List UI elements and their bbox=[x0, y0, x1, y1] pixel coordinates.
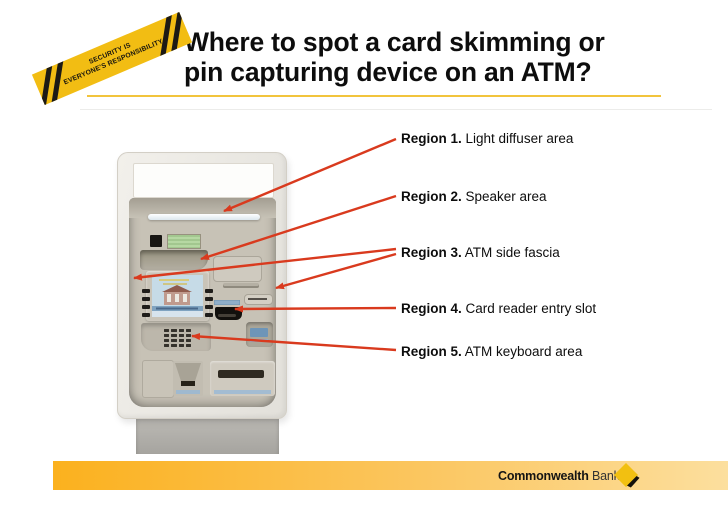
light-diffuser-strip bbox=[148, 214, 260, 220]
keypad-key bbox=[178, 333, 184, 338]
keypad-key bbox=[185, 333, 191, 338]
card-reader-label bbox=[214, 300, 240, 305]
screen-button bbox=[142, 305, 150, 309]
screen-button bbox=[142, 313, 150, 317]
statement-panel bbox=[213, 256, 262, 282]
cash-dispenser bbox=[210, 361, 275, 396]
footer-bar: Commonwealth Bank bbox=[53, 461, 728, 490]
screen-button bbox=[205, 313, 213, 317]
region-number: Region 3. bbox=[401, 245, 462, 260]
keypad-key bbox=[164, 333, 170, 338]
screen-button bbox=[205, 297, 213, 301]
title-line2: pin capturing device on an ATM? bbox=[184, 57, 592, 87]
region-number: Region 2. bbox=[401, 189, 462, 204]
keypad-key bbox=[164, 329, 170, 333]
keypad-key bbox=[185, 343, 191, 347]
camera-lens bbox=[150, 235, 162, 247]
keypad-key bbox=[171, 329, 177, 333]
keypad-key bbox=[178, 329, 184, 333]
region-text: ATM side fascia bbox=[461, 245, 560, 260]
region-label-1: Region 1. Light diffuser area bbox=[401, 131, 573, 146]
statement-slot bbox=[223, 283, 259, 288]
cash-card-recess bbox=[246, 322, 273, 347]
atm-screen bbox=[152, 275, 203, 317]
screen-button bbox=[205, 289, 213, 293]
commbank-diamond-icon bbox=[613, 462, 640, 488]
printer-label-strip bbox=[176, 390, 200, 394]
title-line1: Where to spot a card skimming or bbox=[184, 27, 605, 57]
card-reader-slot bbox=[215, 307, 242, 320]
region-label-5: Region 5. ATM keyboard area bbox=[401, 344, 582, 359]
region-text: Light diffuser area bbox=[461, 131, 574, 146]
region-number: Region 5. bbox=[401, 344, 462, 359]
region-label-2: Region 2. Speaker area bbox=[401, 189, 547, 204]
region-number: Region 1. bbox=[401, 131, 462, 146]
atm-sign-panel bbox=[133, 163, 274, 198]
region-text: ATM keyboard area bbox=[461, 344, 583, 359]
region-number: Region 4. bbox=[401, 301, 462, 316]
keypad-key bbox=[164, 338, 170, 343]
keypad-key bbox=[171, 343, 177, 347]
keypad-key bbox=[185, 338, 191, 343]
section-divider bbox=[80, 109, 712, 110]
arrow-region-3-right bbox=[275, 252, 397, 290]
printer-slot bbox=[181, 381, 195, 386]
security-banner: SECURITY IS EVERYONE'S RESPONSIBILITY bbox=[31, 12, 193, 105]
banner-text-line2: EVERYONE'S RESPONSIBILITY bbox=[62, 37, 165, 86]
bottom-left-panel bbox=[142, 360, 174, 398]
receipt-printer bbox=[173, 361, 203, 396]
region-label-4: Region 4. Card reader entry slot bbox=[401, 301, 596, 316]
keypad-key bbox=[185, 329, 191, 333]
keypad-area bbox=[164, 329, 191, 347]
dispenser-label-strip bbox=[214, 390, 271, 394]
atm-pedestal bbox=[136, 416, 279, 454]
keypad-key bbox=[171, 338, 177, 343]
region-label-3: Region 3. ATM side fascia bbox=[401, 245, 560, 260]
keypad-key bbox=[178, 338, 184, 343]
status-display bbox=[167, 234, 201, 249]
banner-stripe bbox=[170, 12, 185, 59]
keypad-key bbox=[171, 333, 177, 338]
region-text: Speaker area bbox=[461, 189, 547, 204]
receipt-slot bbox=[244, 294, 273, 305]
speaker-area bbox=[140, 250, 208, 270]
screen-button bbox=[142, 289, 150, 293]
region-text: Card reader entry slot bbox=[461, 301, 597, 316]
card-graphic-strip bbox=[250, 339, 268, 342]
screen-button bbox=[205, 305, 213, 309]
printer-funnel bbox=[175, 363, 201, 385]
commbank-wordmark-bold: Commonwealth bbox=[498, 468, 589, 483]
card-graphic bbox=[250, 328, 268, 337]
commbank-wordmark-regular: Bank bbox=[591, 468, 620, 483]
atm-photo bbox=[117, 152, 287, 419]
keypad-key bbox=[178, 343, 184, 347]
cash-slot bbox=[218, 370, 264, 378]
keypad-key bbox=[164, 343, 170, 347]
commbank-wordmark: Commonwealth Bank bbox=[498, 469, 620, 483]
title-underline bbox=[87, 95, 661, 97]
screen-button bbox=[142, 297, 150, 301]
